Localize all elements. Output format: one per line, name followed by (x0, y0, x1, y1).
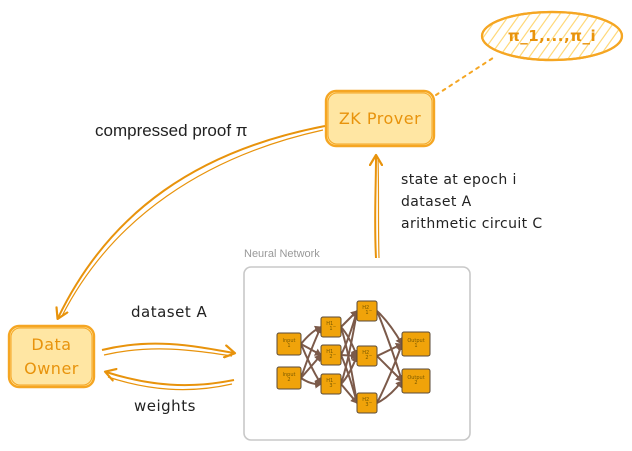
nn-h2-node-3-label: H2_ 3 (362, 397, 372, 408)
dataset-arrow (101, 342, 234, 353)
nn-edge-h13-h21 (340, 310, 360, 385)
data-owner-label-line1: Data (31, 335, 72, 354)
dataset-label: dataset A (131, 303, 208, 321)
weights-arrow (106, 372, 235, 387)
dataset-arrow-sketch (103, 348, 233, 357)
nn-h2-node-3 (356, 392, 378, 414)
nn-h1-node-3 (320, 373, 342, 395)
nn-edge-h21-out1 (376, 310, 403, 345)
nn-edge-h13-h23 (340, 383, 358, 404)
nn-output-node-2 (401, 368, 431, 394)
nn-h2-node-2 (356, 345, 378, 367)
nn-h2-node-1-label: H2_ 1 (362, 305, 372, 316)
nn-edge-h21-out2 (376, 310, 405, 382)
prover-input-circuit: arithmetic circuit C (401, 216, 543, 232)
weights-arrow-sketch (107, 376, 233, 391)
proofs-ellipse-outline (480, 10, 624, 62)
zk-prover-node[interactable] (324, 89, 436, 148)
zk-prover-label: ZK Prover (338, 109, 422, 128)
nn-h1-node-3-label: H1_ 3 (326, 378, 336, 389)
nn-input-node-2 (276, 366, 302, 390)
nn-edge-h23-out1 (376, 343, 404, 404)
nn-h1-node-1 (320, 316, 342, 338)
nn-to-prover-arrow (375, 156, 376, 259)
data-owner-label-line2: Owner (24, 359, 79, 378)
neural-network-title: Neural Network (244, 248, 320, 260)
nn-edges (300, 310, 405, 404)
nn-h2-node-1 (356, 300, 378, 322)
weights-label: weights (134, 397, 196, 415)
prover-proofs-dotted-edge (435, 55, 497, 96)
nn-h1-node-1-label: H1_ 1 (326, 321, 336, 332)
zk-prover-node-sketch (327, 92, 433, 145)
nn-edge-h13-h22 (340, 355, 359, 385)
nn-to-prover-arrow-sketch (377, 157, 380, 259)
data-owner-node[interactable] (7, 324, 96, 389)
nn-input-node-1 (276, 332, 302, 356)
nn-edge-in2-h12 (300, 354, 322, 379)
nn-h2-node-2-label: H2_ 2 (362, 350, 372, 361)
nn-output-node-1-label: Output 1 (407, 338, 425, 349)
nn-edge-in2-h11 (300, 326, 323, 379)
nn-edge-in2-h13 (300, 377, 322, 389)
nn-output-node-1 (401, 331, 431, 357)
proofs-label: π_1,...,π_i (507, 27, 597, 45)
compressed-proof-label: compressed proof π (95, 121, 248, 140)
nn-h1-node-2 (320, 344, 342, 366)
prover-input-state: state at epoch i (401, 172, 517, 188)
compressed-proof-arrow-sketch (61, 129, 324, 317)
nn-h1-node-2-label: H1_ 2 (326, 349, 336, 360)
prover-input-dataset: dataset A (401, 194, 472, 210)
data-owner-node-sketch (10, 327, 93, 386)
nn-output-node-2-label: Output 2 (407, 375, 425, 386)
nn-edge-h22-out2 (376, 355, 403, 382)
nn-nodes (276, 300, 431, 414)
compressed-proof-arrow (58, 125, 326, 318)
nn-input-node-1-label: Input 1 (282, 338, 296, 349)
nn-input-node-2-label: Input 2 (282, 372, 296, 383)
nn-edge-h23-out2 (376, 380, 403, 404)
